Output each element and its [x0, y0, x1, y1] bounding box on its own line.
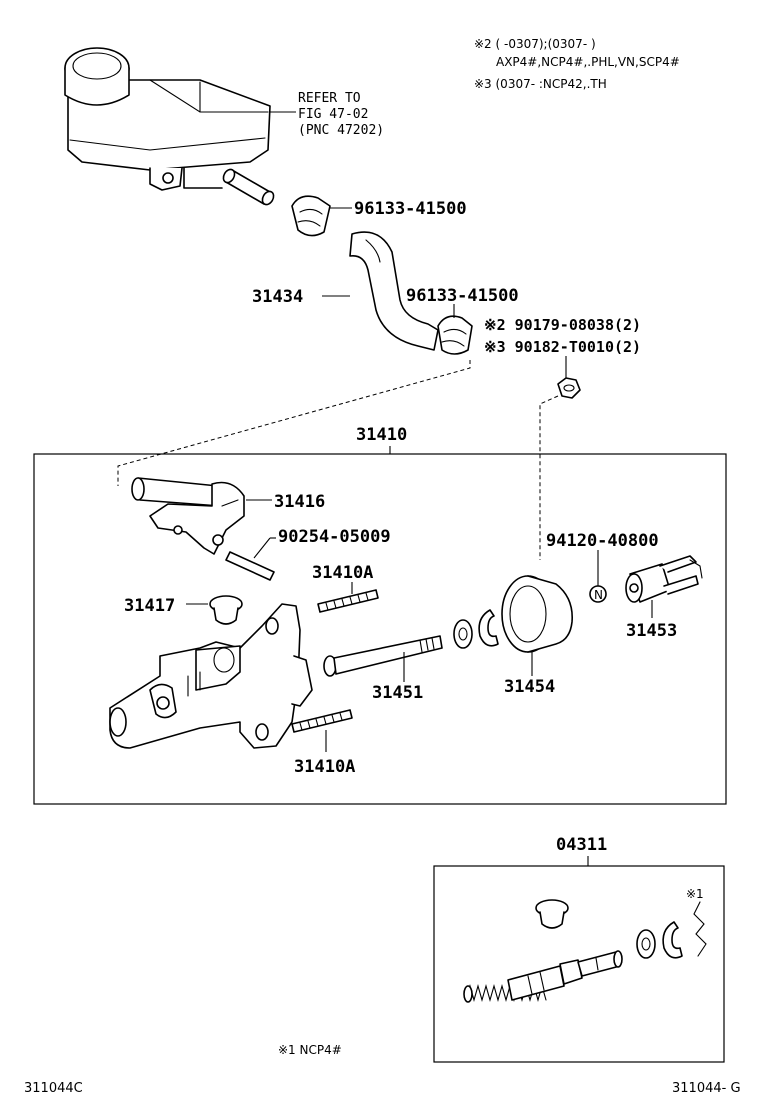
hose-clip-top — [291, 195, 331, 237]
label-nut-note3: ※3 90182-T0010(2) — [484, 338, 641, 356]
inlet-fitting — [131, 477, 245, 555]
label-boot: 31454 — [504, 677, 555, 697]
refer-line2: FIG 47-02 — [298, 107, 368, 122]
label-pin: 90254-05009 — [278, 527, 391, 547]
nut-ref-symbol: N — [589, 585, 607, 603]
svg-text:N: N — [594, 588, 603, 602]
label-clevis: 31453 — [626, 621, 677, 641]
kit-plug — [535, 899, 569, 929]
master-cylinder-body — [109, 603, 313, 749]
note-2-line1: ※2 ( -0307);(0307- ) — [474, 37, 596, 51]
note-2-line2: AXP4#,NCP4#,.PHL,VN,SCP4# — [496, 55, 680, 69]
kit-washer — [636, 929, 656, 959]
label-assembly: 31410 — [356, 425, 407, 445]
reservoir-cap — [64, 47, 130, 106]
label-nut-ref: 94120-40800 — [546, 531, 659, 551]
refer-line1: REFER TO — [298, 91, 361, 106]
kit-piston-spring — [463, 950, 623, 1003]
kit-snap-ring — [662, 921, 683, 959]
label-stud-upper: 31410A — [312, 563, 373, 583]
label-clip-lower: 96133-41500 — [406, 286, 519, 306]
push-rod — [323, 635, 443, 677]
label-stud-lower: 31410A — [294, 757, 355, 777]
label-plug: 31417 — [124, 596, 175, 616]
footer-right-code: 311044- G — [672, 1081, 741, 1096]
label-kit: 04311 — [556, 835, 607, 855]
kit-box — [433, 865, 725, 1063]
reservoir-hose — [349, 231, 439, 351]
dashed-line-hose — [117, 360, 471, 486]
kit-retaining-clip — [693, 901, 707, 957]
label-kit-note: ※1 — [686, 887, 704, 901]
label-hose: 31434 — [252, 287, 303, 307]
refer-line3: (PNC 47202) — [298, 123, 384, 138]
assembly-box — [33, 453, 727, 805]
reservoir-outlet-pipe — [222, 168, 275, 206]
boot — [501, 575, 573, 653]
washer — [453, 619, 473, 649]
stud-bolt-upper — [317, 589, 379, 613]
footer-left-code: 311044C — [24, 1081, 83, 1096]
label-inlet: 31416 — [274, 492, 325, 512]
label-rod: 31451 — [372, 683, 423, 703]
reservoir-tank — [67, 79, 271, 191]
label-clip-top: 96133-41500 — [354, 199, 467, 219]
reservoir-plug — [209, 595, 243, 625]
stud-bolt-lower — [291, 709, 353, 733]
label-nut-note2: ※2 90179-08038(2) — [484, 316, 641, 334]
note-1: ※1 NCP4# — [278, 1043, 342, 1057]
flange-nut — [557, 377, 581, 399]
snap-ring — [478, 609, 499, 647]
clevis — [625, 555, 703, 603]
hose-clip-lower — [437, 315, 473, 355]
spring-pin — [225, 551, 275, 581]
note-3: ※3 (0307- :NCP42,.TH — [474, 77, 607, 91]
